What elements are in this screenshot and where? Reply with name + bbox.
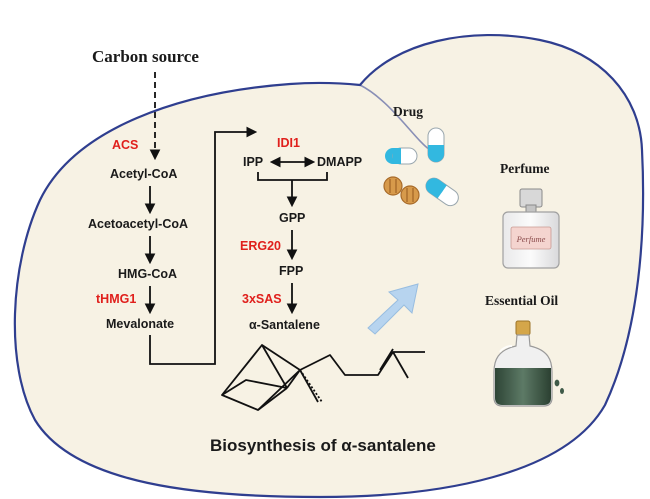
cell-outline [13, 34, 645, 499]
metabolite-fpp: FPP [279, 264, 303, 278]
enzyme-idi1: IDI1 [277, 136, 300, 150]
enzyme-thmg1: tHMG1 [96, 292, 136, 306]
metabolite-mevalonate: Mevalonate [106, 317, 174, 331]
metabolite-dmapp: DMAPP [317, 155, 362, 169]
drug-capsules-icon [383, 127, 459, 207]
perfume-bottle-icon: Perfume [502, 188, 560, 269]
product-drug-label: Drug [393, 104, 423, 119]
metabolite-hmg-coa: HMG-CoA [118, 267, 177, 281]
metabolite-acetyl-coa: Acetyl-CoA [110, 167, 177, 181]
metabolite-alpha-santalene: α-Santalene [249, 318, 320, 332]
carbon-source-label: Carbon source [92, 47, 199, 66]
enzyme-acs: ACS [112, 138, 138, 152]
product-perfume-label: Perfume [500, 161, 549, 176]
metabolite-gpp: GPP [279, 211, 305, 225]
wide-arrow-icon [367, 283, 419, 335]
metabolite-ipp: IPP [243, 155, 263, 169]
metabolite-acetoacetyl-coa: Acetoacetyl-CoA [88, 217, 188, 231]
connector-mevalonate-to-ipp [149, 126, 258, 365]
enzyme-erg20: ERG20 [240, 239, 281, 253]
santalene-structure-icon [221, 344, 425, 411]
bud-seam [359, 84, 431, 151]
perfume-bottle-label: Perfume [516, 234, 546, 244]
essential-oil-bottle-icon [493, 320, 564, 407]
diagram-caption: Biosynthesis of α-santalene [210, 436, 436, 455]
enzyme-3xsas: 3xSAS [242, 292, 282, 306]
product-essential-oil-label: Essential Oil [485, 293, 558, 308]
